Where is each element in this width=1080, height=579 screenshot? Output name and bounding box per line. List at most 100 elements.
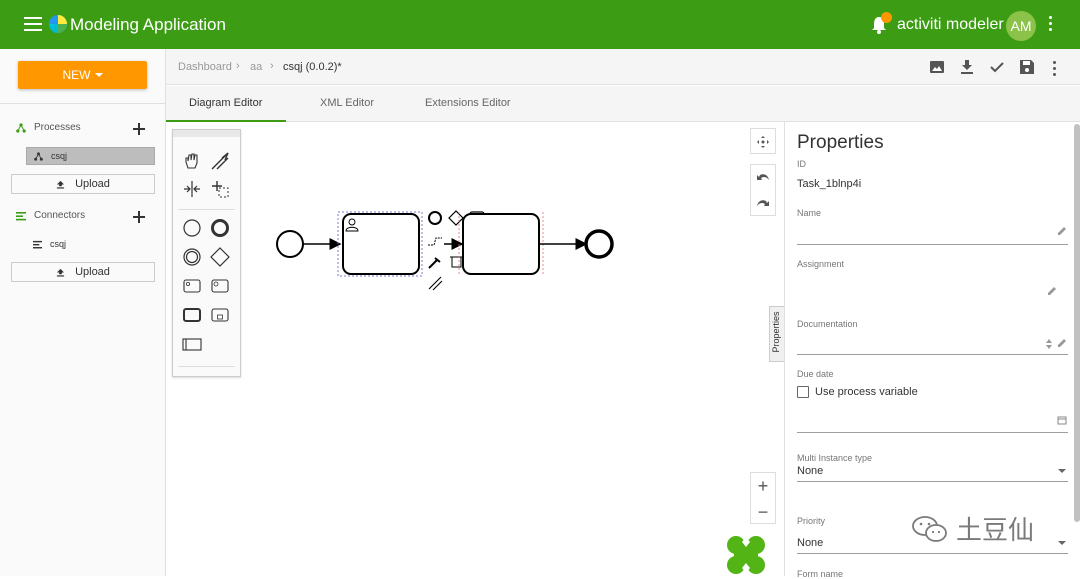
connector-icon: [16, 211, 26, 220]
processes-section: Processes: [16, 122, 81, 133]
palette-handle[interactable]: [173, 130, 240, 137]
zoom-controls: + −: [750, 472, 776, 524]
connectors-label: Connectors: [34, 210, 86, 221]
form-name-label: Form name: [797, 569, 844, 579]
append-gateway-icon[interactable]: [448, 210, 464, 226]
chevron-right-icon: ›: [270, 60, 274, 72]
task-icon[interactable]: [181, 304, 203, 326]
due-date-field[interactable]: [797, 432, 1068, 433]
pool-icon[interactable]: [181, 333, 203, 355]
tab-xml-editor[interactable]: XML Editor: [320, 97, 375, 109]
task[interactable]: [462, 213, 540, 275]
end-event[interactable]: [584, 229, 614, 259]
zoom-in-button[interactable]: +: [757, 475, 769, 496]
end-event-icon[interactable]: [209, 217, 231, 239]
name-field[interactable]: [797, 244, 1068, 245]
notification-badge: [881, 12, 892, 23]
upload-connector-button[interactable]: Upload: [11, 262, 155, 282]
intermediate-event-icon[interactable]: [181, 246, 203, 268]
user-name: activiti modeler: [897, 16, 1004, 33]
download-icon[interactable]: [959, 59, 975, 75]
connector-icon: [33, 240, 42, 248]
tool-palette: [172, 129, 241, 377]
user-task[interactable]: [342, 213, 420, 275]
calendar-icon[interactable]: [1057, 415, 1067, 425]
undo-redo-group: [750, 164, 776, 216]
priority-select[interactable]: None: [797, 537, 824, 549]
more-vert-icon[interactable]: [1049, 16, 1053, 34]
properties-panel-toggle[interactable]: Properties: [769, 306, 785, 362]
active-tab-indicator: [166, 120, 286, 122]
start-event[interactable]: [276, 230, 304, 258]
upload-process-button[interactable]: Upload: [11, 174, 155, 194]
multi-instance-underline: [797, 481, 1068, 482]
reset-view-button[interactable]: [750, 128, 776, 154]
bpmn-diagram: [276, 210, 614, 291]
process-icon: [16, 122, 26, 133]
avatar[interactable]: AM: [1006, 11, 1036, 41]
app-title: Modeling Application: [70, 15, 226, 34]
global-connect-icon[interactable]: [209, 178, 231, 200]
more-vert-icon[interactable]: [1053, 59, 1057, 76]
connectors-section: Connectors: [16, 210, 85, 221]
global-connect-icon[interactable]: [428, 276, 443, 291]
connect-icon[interactable]: [428, 237, 442, 246]
sidebar: NEW Processes csqj Upload Connectors: [0, 49, 166, 576]
image-icon[interactable]: [929, 59, 945, 75]
use-process-variable-checkbox[interactable]: [797, 386, 809, 398]
name-label: Name: [797, 208, 822, 218]
lasso-tool-icon[interactable]: [209, 150, 231, 172]
sidebar-item-process[interactable]: csqj: [26, 147, 155, 165]
undo-button[interactable]: [751, 165, 775, 191]
new-button[interactable]: NEW: [18, 61, 147, 89]
wechat-icon: [912, 515, 947, 542]
tab-diagram-editor[interactable]: Diagram Editor: [189, 97, 263, 109]
gateway-icon[interactable]: [209, 246, 231, 268]
wrench-icon[interactable]: [428, 257, 441, 269]
redo-button[interactable]: [751, 191, 775, 217]
scrollbar[interactable]: [1074, 124, 1080, 522]
move-icon: [757, 136, 769, 148]
start-event-icon[interactable]: [181, 217, 203, 239]
chevron-down-icon[interactable]: [1058, 469, 1066, 473]
divider: [178, 209, 235, 210]
append-end-event-icon[interactable]: [428, 211, 442, 225]
due-date-label: Due date: [797, 369, 834, 379]
check-icon[interactable]: [989, 59, 1005, 75]
sidebar-item-connector[interactable]: csqj: [26, 235, 155, 253]
add-connector-icon[interactable]: [133, 211, 145, 223]
edit-icon[interactable]: [1057, 338, 1067, 348]
upload-icon: [56, 268, 65, 277]
edit-icon[interactable]: [1047, 286, 1057, 296]
space-tool-icon[interactable]: [181, 178, 203, 200]
service-task-icon[interactable]: [209, 275, 231, 297]
divider: [178, 366, 235, 367]
zoom-out-button[interactable]: −: [757, 501, 769, 522]
multi-instance-select[interactable]: None: [797, 465, 824, 477]
new-button-label: NEW: [62, 68, 91, 82]
editor-tabs: Diagram Editor XML Editor Extensions Edi…: [166, 86, 1080, 122]
resize-stepper-icon[interactable]: [1045, 338, 1053, 350]
chevron-down-icon[interactable]: [1058, 541, 1066, 545]
user-task-icon[interactable]: [181, 275, 203, 297]
breadcrumb-project[interactable]: aa: [250, 61, 263, 73]
id-value: Task_1blnp4i: [797, 178, 862, 190]
breadcrumb-dashboard[interactable]: Dashboard: [178, 61, 232, 73]
priority-label: Priority: [797, 516, 826, 526]
diagram-canvas[interactable]: Properties + −: [166, 122, 785, 576]
delete-icon[interactable]: [450, 256, 463, 268]
multi-instance-label: Multi Instance type: [797, 453, 873, 463]
subprocess-icon[interactable]: [209, 304, 231, 326]
documentation-field[interactable]: [797, 354, 1068, 355]
tab-extensions-editor[interactable]: Extensions Editor: [425, 97, 511, 109]
hand-tool-icon[interactable]: [181, 150, 203, 172]
undo-icon: [757, 174, 769, 180]
breadcrumb: Dashboard › aa › csqj (0.0.2)*: [166, 49, 1080, 85]
edit-icon[interactable]: [1057, 226, 1067, 236]
use-process-variable-label: Use process variable: [815, 386, 918, 398]
menu-icon[interactable]: [24, 17, 42, 31]
documentation-label: Documentation: [797, 319, 858, 329]
add-process-icon[interactable]: [133, 123, 145, 135]
bpmn-io-logo-icon[interactable]: [725, 534, 767, 576]
save-icon[interactable]: [1019, 59, 1035, 75]
